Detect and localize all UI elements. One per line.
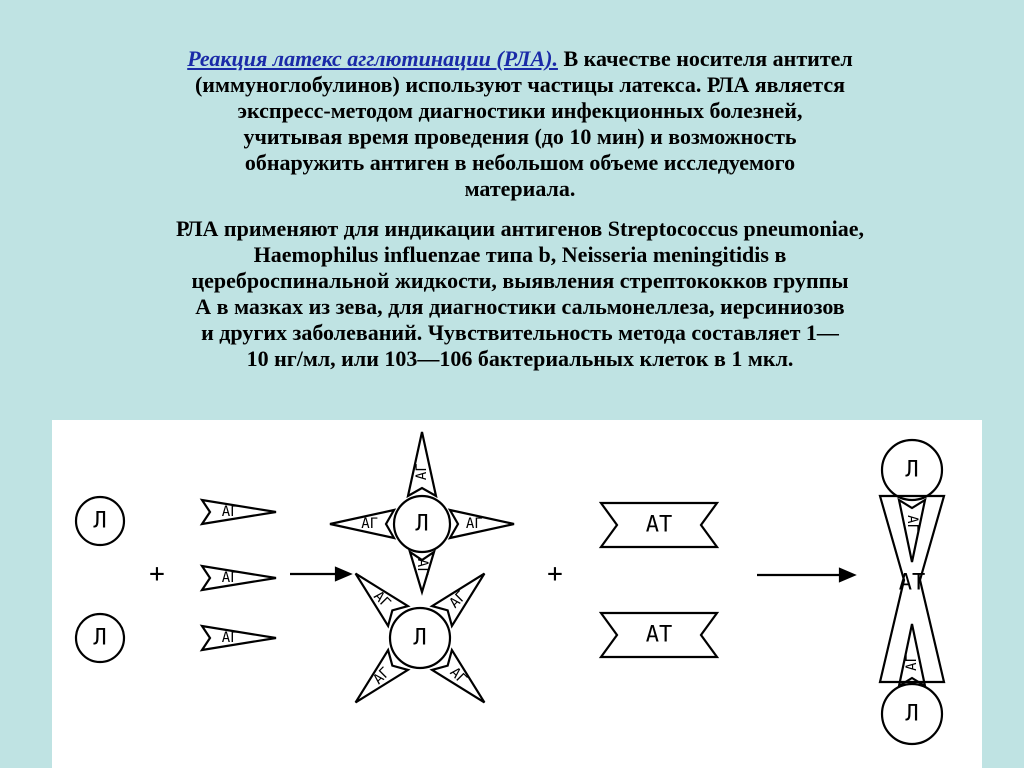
application-line-5: и других заболеваний. Чувствительность м… bbox=[201, 320, 839, 345]
agglutination-diagram: Л Л + АГ АГ АГ Л АГ АГ АГ АГ Л АГ АГ АГ АГ + АТ АТ Л Л АТ АГ АГ bbox=[52, 420, 982, 768]
antigen-wedge bbox=[199, 498, 277, 526]
reaction-arrow-head bbox=[838, 567, 857, 583]
bound-antigen-label: АГ bbox=[447, 588, 470, 611]
application-line-3: цереброспинальной жидкости, выявления ст… bbox=[191, 268, 849, 293]
intro-line-1: Реакция латекс агглютинации (РЛА). В кач… bbox=[60, 46, 980, 72]
bound-antigen bbox=[408, 549, 436, 596]
intro-line-2: (иммуноглобулинов) используют частицы ла… bbox=[194, 72, 846, 97]
antigen-wedge bbox=[199, 624, 277, 652]
diagram-canvas: Л Л + АГ АГ АГ Л АГ АГ АГ АГ Л АГ АГ АГ АГ + АТ АТ Л Л АТ АГ АГ bbox=[74, 431, 946, 746]
plus-sign: + bbox=[547, 559, 563, 589]
agglutinate-antigen-label: АГ bbox=[904, 654, 920, 671]
agglutinate-latex bbox=[880, 438, 944, 502]
antibody-ribbon bbox=[598, 611, 720, 659]
bound-antigen-label: АГ bbox=[414, 559, 430, 576]
intro-line-1-rest: В качестве носителя антител bbox=[557, 46, 853, 71]
bound-antigen bbox=[406, 431, 438, 499]
bound-antigen bbox=[354, 572, 411, 629]
antibody-ribbon-label: АТ bbox=[646, 513, 673, 538]
bound-antigen bbox=[354, 647, 411, 704]
sensitized-latex bbox=[388, 606, 452, 670]
intro-line-3: экспресс-методом диагностики инфекционны… bbox=[237, 98, 803, 123]
bound-antigen-label: АГ bbox=[370, 588, 393, 611]
sensitized-latex-label: Л bbox=[413, 626, 426, 651]
agglutinate-antibody-label: АТ bbox=[899, 571, 926, 596]
latex-particle-label: Л bbox=[93, 626, 106, 651]
sensitized-latex-label: Л bbox=[415, 512, 428, 537]
bound-antigen bbox=[329, 508, 397, 540]
application-paragraph: РЛА применяют для индикации антигенов St… bbox=[60, 216, 980, 372]
bound-antigen bbox=[429, 572, 486, 629]
application-line-1: РЛА применяют для индикации антигенов St… bbox=[176, 216, 864, 241]
latex-particle bbox=[74, 495, 126, 547]
bound-antigen-label: АГ bbox=[466, 516, 483, 532]
agglutinate-latex bbox=[880, 682, 944, 746]
intro-line-4: учитывая время проведения (до 10 мин) и … bbox=[243, 124, 797, 149]
intro-line-6: материала. bbox=[464, 176, 576, 201]
intro-line-5: обнаружить антиген в небольшом объеме ис… bbox=[244, 150, 796, 175]
antigen-wedge-label: АГ bbox=[222, 504, 239, 520]
reaction-arrow-head bbox=[334, 566, 353, 582]
bound-antigen-label: АГ bbox=[447, 665, 470, 688]
bound-antigen-label: АГ bbox=[370, 665, 393, 688]
antigen-wedge-label: АГ bbox=[222, 570, 239, 586]
application-line-6: 10 нг/мл, или 103—106 бактериальных клет… bbox=[246, 346, 794, 371]
agglutinate-antigen bbox=[897, 623, 927, 689]
intro-paragraph: Реакция латекс агглютинации (РЛА). В кач… bbox=[60, 46, 980, 202]
agglutinate-antigen bbox=[897, 497, 927, 563]
antibody-ribbon-label: АТ bbox=[646, 623, 673, 648]
latex-particle bbox=[74, 612, 126, 664]
bound-antigen-label: АГ bbox=[414, 463, 430, 480]
bound-antigen-label: АГ bbox=[361, 516, 378, 532]
plus-sign: + bbox=[149, 559, 165, 589]
application-line-4: А в мазках из зева, для диагностики саль… bbox=[195, 294, 845, 319]
latex-particle-label: Л bbox=[93, 509, 106, 534]
agglutinate-antibody bbox=[878, 494, 946, 684]
method-title: Реакция латекс агглютинации (РЛА). bbox=[187, 46, 558, 71]
application-line-2: Haemophilus influenzae типа b, Neisseria… bbox=[253, 242, 787, 267]
bound-antigen bbox=[429, 647, 486, 704]
antigen-wedge-label: АГ bbox=[222, 630, 239, 646]
sensitized-latex bbox=[392, 494, 452, 554]
agglutinate-latex-label: Л bbox=[905, 458, 918, 483]
agglutinate-antigen-label: АГ bbox=[904, 515, 920, 532]
antibody-ribbon bbox=[598, 501, 720, 549]
bound-antigen bbox=[447, 508, 515, 540]
agglutinate-latex-label: Л bbox=[905, 702, 918, 727]
antigen-wedge bbox=[199, 564, 277, 592]
